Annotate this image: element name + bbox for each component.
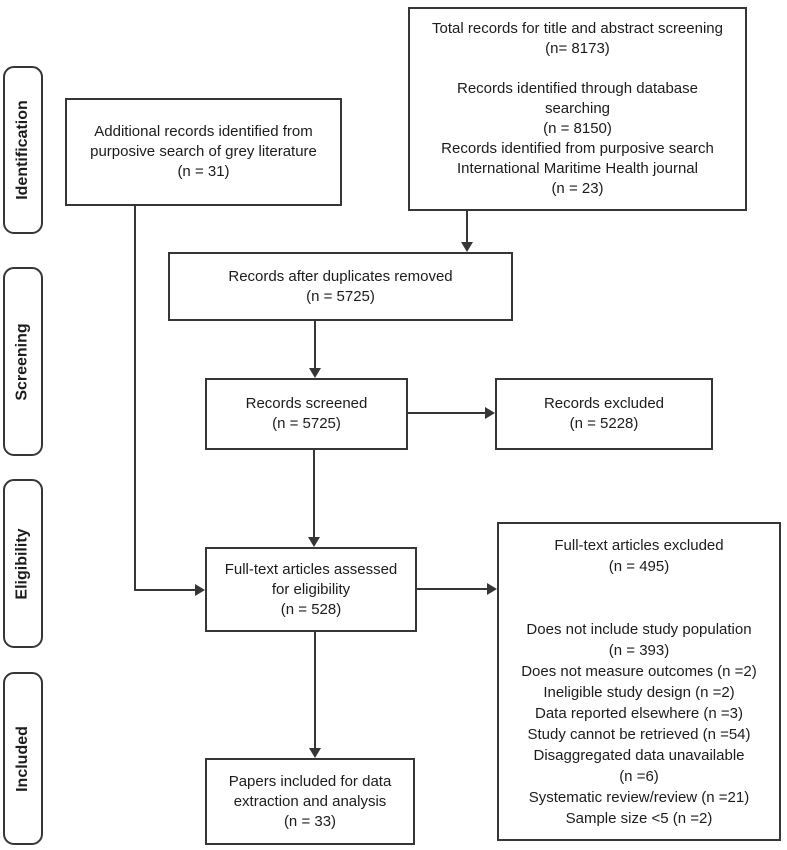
box-total-line: Records identified from purposive search [441, 140, 714, 157]
stage-identification: Identification [3, 66, 43, 234]
box-screened-line: (n = 5725) [272, 415, 341, 432]
stage-included-label: Included [14, 725, 31, 792]
box-ft-excluded-line: Full-text articles excluded [554, 536, 724, 554]
box-ft-excluded-line: Does not measure outcomes (n =2) [521, 662, 757, 680]
arrow-right-icon [195, 584, 205, 596]
box-duplicates-line: Records after duplicates removed [228, 267, 453, 285]
box-total-line: (n = 8150) [543, 120, 612, 137]
arrow-right-icon [485, 407, 495, 419]
box-ft-excluded-line: Ineligible study design (n =2) [543, 683, 735, 701]
arrow-grey-to-fulltext-vline [134, 206, 136, 591]
box-total-line: searching [544, 100, 611, 117]
arrow-total-to-duplicates-line [466, 211, 468, 243]
arrow-down-icon [309, 748, 321, 758]
box-ft-excluded-line [499, 577, 779, 598]
arrow-screened-to-excluded-line [408, 412, 485, 414]
box-papers-line: Papers included for data [228, 772, 392, 790]
box-fulltext-assessed: Full-text articles assessed for eligibil… [205, 547, 417, 632]
box-duplicates-line: (n = 5725) [306, 287, 375, 305]
box-fulltext-line: Full-text articles assessed [224, 560, 398, 578]
box-papers-line: extraction and analysis [233, 792, 387, 810]
stage-eligibility-label: Eligibility [14, 527, 31, 600]
stage-screening-label: Screening [14, 322, 32, 401]
box-total-line: Records identified through database [457, 80, 698, 97]
box-ft-excluded-line [499, 598, 779, 619]
box-records-excluded: Records excluded (n = 5228) [495, 378, 713, 450]
box-fulltext-line: for eligibility [271, 580, 351, 598]
stage-eligibility: Eligibility [3, 479, 43, 648]
box-duplicates-removed: Records after duplicates removed (n = 57… [168, 252, 513, 321]
box-total-records: Total records for title and abstract scr… [408, 7, 747, 211]
box-grey-line: purposive search of grey literature [90, 143, 317, 160]
box-grey-line: (n = 31) [177, 163, 230, 180]
arrow-down-icon [308, 537, 320, 547]
stage-identification-label: Identification [14, 100, 31, 200]
arrow-fulltext-to-excluded-line [417, 588, 487, 590]
box-total-line: Total records for title and abstract scr… [432, 20, 723, 37]
box-excluded-line: Records excluded [543, 395, 665, 412]
box-ft-excluded-line: Does not include study population [526, 620, 752, 638]
box-records-screened: Records screened (n = 5725) [205, 378, 408, 450]
box-ft-excluded-line: Study cannot be retrieved (n =54) [527, 725, 751, 743]
box-total-line: (n= 8173) [545, 40, 610, 57]
box-ft-excluded-line: Disaggregated data unavailable [533, 746, 745, 764]
box-total-line [410, 59, 745, 79]
arrow-screened-to-fulltext-line [313, 450, 315, 537]
stage-screening: Screening [3, 267, 43, 456]
box-ft-excluded-line: Systematic review/review (n =21) [528, 788, 750, 806]
box-grey-line: Additional records identified from [94, 123, 313, 140]
box-total-line: (n = 23) [551, 180, 604, 197]
arrow-down-icon [309, 368, 321, 378]
box-fulltext-excluded: Full-text articles excluded (n = 495) Do… [497, 522, 781, 841]
box-screened-line: Records screened [245, 395, 368, 412]
box-ft-excluded-line: (n = 495) [608, 557, 670, 575]
arrow-fulltext-to-papers-line [314, 632, 316, 748]
box-ft-excluded-line: Sample size <5 (n =2) [565, 809, 713, 827]
arrow-duplicates-to-screened-line [314, 321, 316, 369]
box-ft-excluded-line: (n =6) [619, 767, 659, 785]
box-total-line: International Maritime Health journal [457, 160, 698, 177]
box-papers-included: Papers included for data extraction and … [205, 758, 415, 845]
box-fulltext-line: (n = 528) [280, 600, 342, 618]
arrow-right-icon [487, 583, 497, 595]
box-ft-excluded-line: (n = 393) [608, 641, 670, 659]
box-papers-line: (n = 33) [283, 812, 337, 830]
box-grey-literature: Additional records identified from purpo… [65, 98, 342, 206]
box-ft-excluded-line: Data reported elsewhere (n =3) [534, 704, 744, 722]
stage-included: Included [3, 672, 43, 845]
box-excluded-line: (n = 5228) [569, 415, 639, 432]
arrow-grey-to-fulltext-hline [134, 589, 195, 591]
arrow-down-icon [461, 242, 473, 252]
